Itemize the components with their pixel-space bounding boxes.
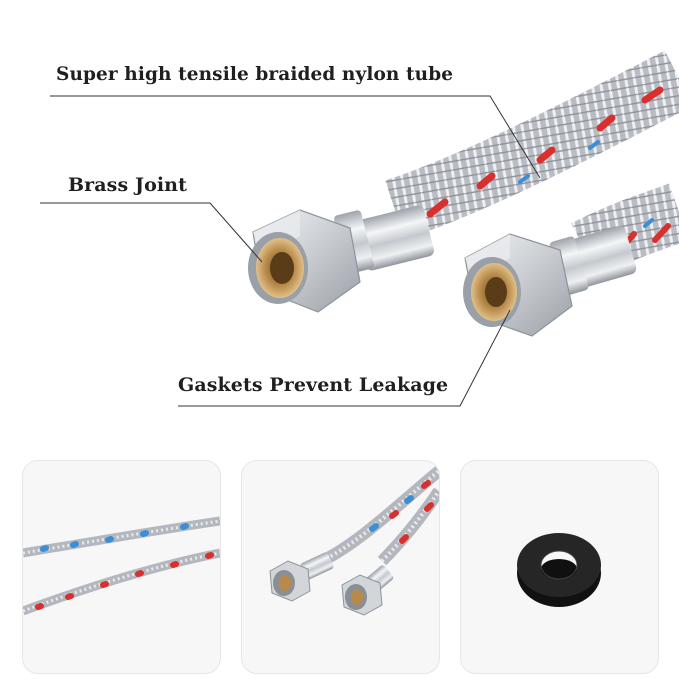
thumbnail-hose-connectors[interactable] xyxy=(241,460,440,674)
hero-image xyxy=(40,50,679,407)
upper-connector xyxy=(248,205,434,313)
upper-hose-blue-stripes xyxy=(518,140,600,184)
upper-hose-red-stripes xyxy=(426,86,664,218)
callout-gasket-label: Gaskets Prevent Leakage xyxy=(178,374,449,396)
lower-hose-blue-stripes xyxy=(643,218,654,228)
callout-line-gasket xyxy=(178,309,511,407)
callout-tube-label: Super high tensile braided nylon tube xyxy=(56,64,454,85)
callout-line-brass xyxy=(40,202,263,263)
callout-line-tube xyxy=(50,95,541,179)
callout-brass-label: Brass Joint xyxy=(68,174,187,196)
upper-hose xyxy=(385,50,679,240)
lower-connector xyxy=(463,225,637,337)
thumbnail-gasket[interactable] xyxy=(460,460,659,674)
thumbnail-hose-pair[interactable] xyxy=(22,460,221,674)
